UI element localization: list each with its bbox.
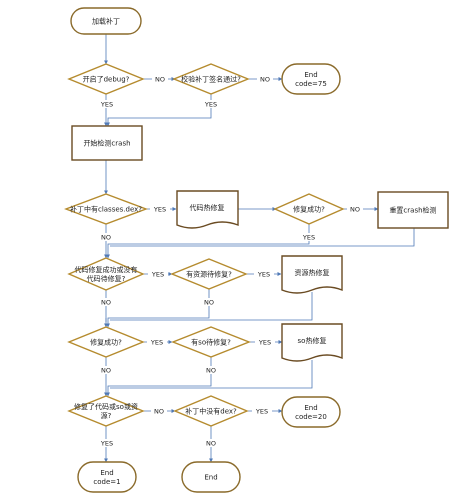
nodes [64,7,449,493]
node-codeok-diamond [67,257,145,291]
edge-label-resok-no: NO [101,367,111,375]
edge-labels: NO NO YES YES YES NO NO YES YES YES NO N… [97,75,363,448]
node-codefix [176,190,239,229]
edges [104,34,415,463]
edge-so-anyfix [106,357,212,397]
edge-label-fixok-yes: YES [302,234,315,242]
node-resfix [281,255,343,294]
edge-label-nodex-yes: YES [255,408,268,416]
label-anyfix-l2: 源? [101,411,112,420]
edge-label-codeok-yes: YES [151,271,164,279]
node-anyfix-diamond [67,395,145,427]
label-end1-l2: code=1 [93,478,120,486]
edge-label-sig-yes: YES [204,101,217,109]
edge-label-so-no: NO [206,367,216,375]
label-end1-l1: End [100,469,113,477]
label-so: 有so待修复? [191,338,231,347]
edge-label-anyfix-no: NO [154,408,164,416]
edge-reset-codeok [110,228,415,247]
label-resfix: 资源热修复 [295,268,330,277]
label-anyfix-l1: 修复了代码或so或资 [74,402,138,411]
label-codefix: 代码热修复 [190,203,225,212]
node-nodex-diamond [173,395,249,427]
label-debug: 开启了debug? [83,75,130,84]
node-fixok-diamond [273,193,345,225]
edge-label-res-yes: YES [257,271,270,279]
node-resok-diamond [67,326,145,358]
edge-label-classes-no: NO [101,234,111,242]
edge-fixok-codeok [106,224,310,259]
edge-label-anyfix-yes: YES [100,440,113,448]
edge-label-so-yes: YES [258,339,271,347]
label-resok: 修复成功? [90,338,122,347]
node-end [181,461,241,493]
label-end: End [204,474,217,482]
label-classes: 补丁中有classes.dex? [70,205,142,214]
edge-sofix-anyfix [110,360,313,389]
node-debug-diamond [67,63,145,95]
node-sig-diamond [172,63,250,95]
edge-label-classes-yes: YES [153,206,166,214]
node-reset [377,191,449,229]
node-labels: 加载补丁 开启了debug? 校验补丁签名通过? End code=75 开始检… [70,17,437,487]
node-end75 [281,63,341,95]
node-end20 [281,396,341,428]
edge-label-codeok-no: NO [101,299,111,307]
node-sofix [281,323,343,362]
label-end20-l1: End [304,404,317,412]
node-start [70,7,142,35]
label-reset: 重置crash检测 [389,206,436,215]
node-res-diamond [170,258,248,290]
edge-label-debug-no: NO [155,76,165,84]
label-fixok: 修复成功? [293,205,325,214]
label-res: 有资源待修复? [186,270,232,279]
label-sig: 校验补丁签名通过? [181,75,241,84]
label-end75-l2: code=75 [295,80,327,88]
label-end75-l1: End [304,71,317,79]
edge-label-resok-yes: YES [150,339,163,347]
edge-resfix-so [110,292,313,321]
label-start: 加载补丁 [92,17,120,26]
label-sofix: so热修复 [298,336,327,345]
edge-res-so [106,289,210,328]
label-crash: 开始检测crash [83,139,130,148]
node-end1 [77,461,137,493]
node-crash [71,125,143,161]
node-classes-diamond [64,193,148,225]
label-codeok-l1: 代码修复成功或没有 [75,265,138,274]
edge-sig-crash [106,94,212,127]
label-nodex: 补丁中没有dex? [185,407,237,416]
edge-label-fixok-no: NO [350,206,360,214]
edge-label-sig-no: NO [260,76,270,84]
label-codeok-l2: 代码待修复? [87,274,126,283]
edge-label-nodex-no: NO [206,440,216,448]
edge-label-res-no: NO [204,299,214,307]
node-so-diamond [171,326,251,358]
label-end20-l2: code=20 [295,413,327,421]
edge-label-debug-yes: YES [100,101,113,109]
